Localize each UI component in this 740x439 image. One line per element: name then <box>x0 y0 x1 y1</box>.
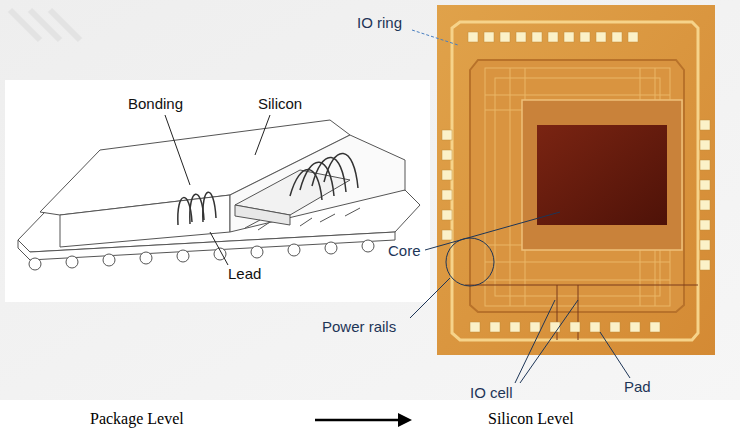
direction-arrow <box>315 413 412 427</box>
part-label: Bonding <box>128 95 183 113</box>
callout-label: IO cell <box>470 384 513 402</box>
background <box>0 0 740 400</box>
background <box>0 400 740 439</box>
bond-wires <box>178 153 358 225</box>
level-label: Package Level <box>90 410 184 428</box>
callout-label: Core <box>388 242 421 260</box>
callout-label: Pad <box>624 378 651 396</box>
watermark-chevrons <box>10 10 80 40</box>
part-label: Silicon <box>258 95 302 113</box>
level-label: Silicon Level <box>488 410 574 428</box>
solder-balls <box>29 240 374 270</box>
leader-line <box>410 30 630 383</box>
callout-label: Power rails <box>322 318 396 336</box>
callout-label: IO ring <box>357 14 402 32</box>
package-drawing <box>18 120 420 260</box>
leader-line <box>165 115 270 265</box>
part-label: Lead <box>228 265 261 283</box>
panel <box>5 80 430 302</box>
